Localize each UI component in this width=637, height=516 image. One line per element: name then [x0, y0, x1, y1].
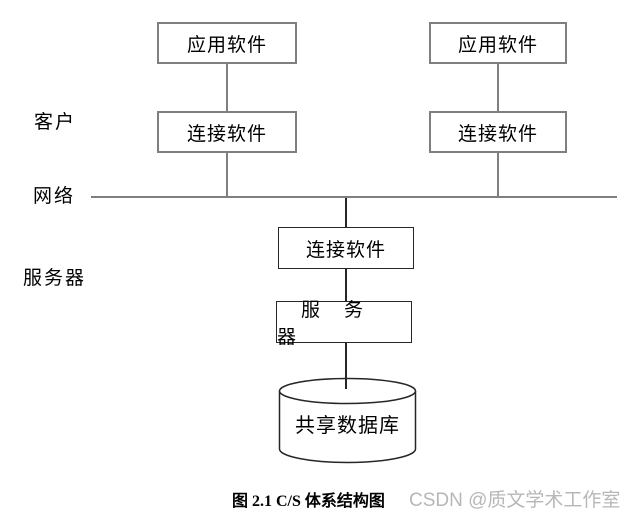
connector-app-to-conn-right	[497, 64, 499, 111]
connector-conn-to-server	[345, 269, 347, 301]
csdn-watermark: CSDN @质文学术工作室	[409, 490, 621, 511]
connector-network-to-conn-server	[345, 198, 347, 227]
node-server: 服务器	[276, 300, 412, 348]
connector-conn-to-network-right	[497, 153, 499, 198]
database-cylinder-icon	[278, 377, 417, 464]
node-connection-software-left: 连接软件	[157, 111, 297, 153]
node-application-software-right: 应用软件	[429, 22, 567, 64]
node-connection-software-right: 连接软件	[429, 111, 567, 153]
connector-server-to-database	[345, 343, 347, 389]
connector-conn-to-network-left	[226, 153, 228, 198]
figure-caption: 图 2.1 C/S 体系结构图	[232, 493, 385, 510]
node-application-software-left: 应用软件	[157, 22, 297, 64]
node-shared-database-label: 共享数据库	[295, 415, 400, 437]
label-client-tier: 客户	[34, 112, 77, 133]
node-connection-software-server: 连接软件	[278, 227, 414, 269]
label-network-tier: 网络	[33, 186, 76, 207]
label-server-tier: 服务器	[23, 268, 87, 289]
network-bus-line	[91, 196, 617, 198]
connector-app-to-conn-left	[226, 64, 228, 111]
